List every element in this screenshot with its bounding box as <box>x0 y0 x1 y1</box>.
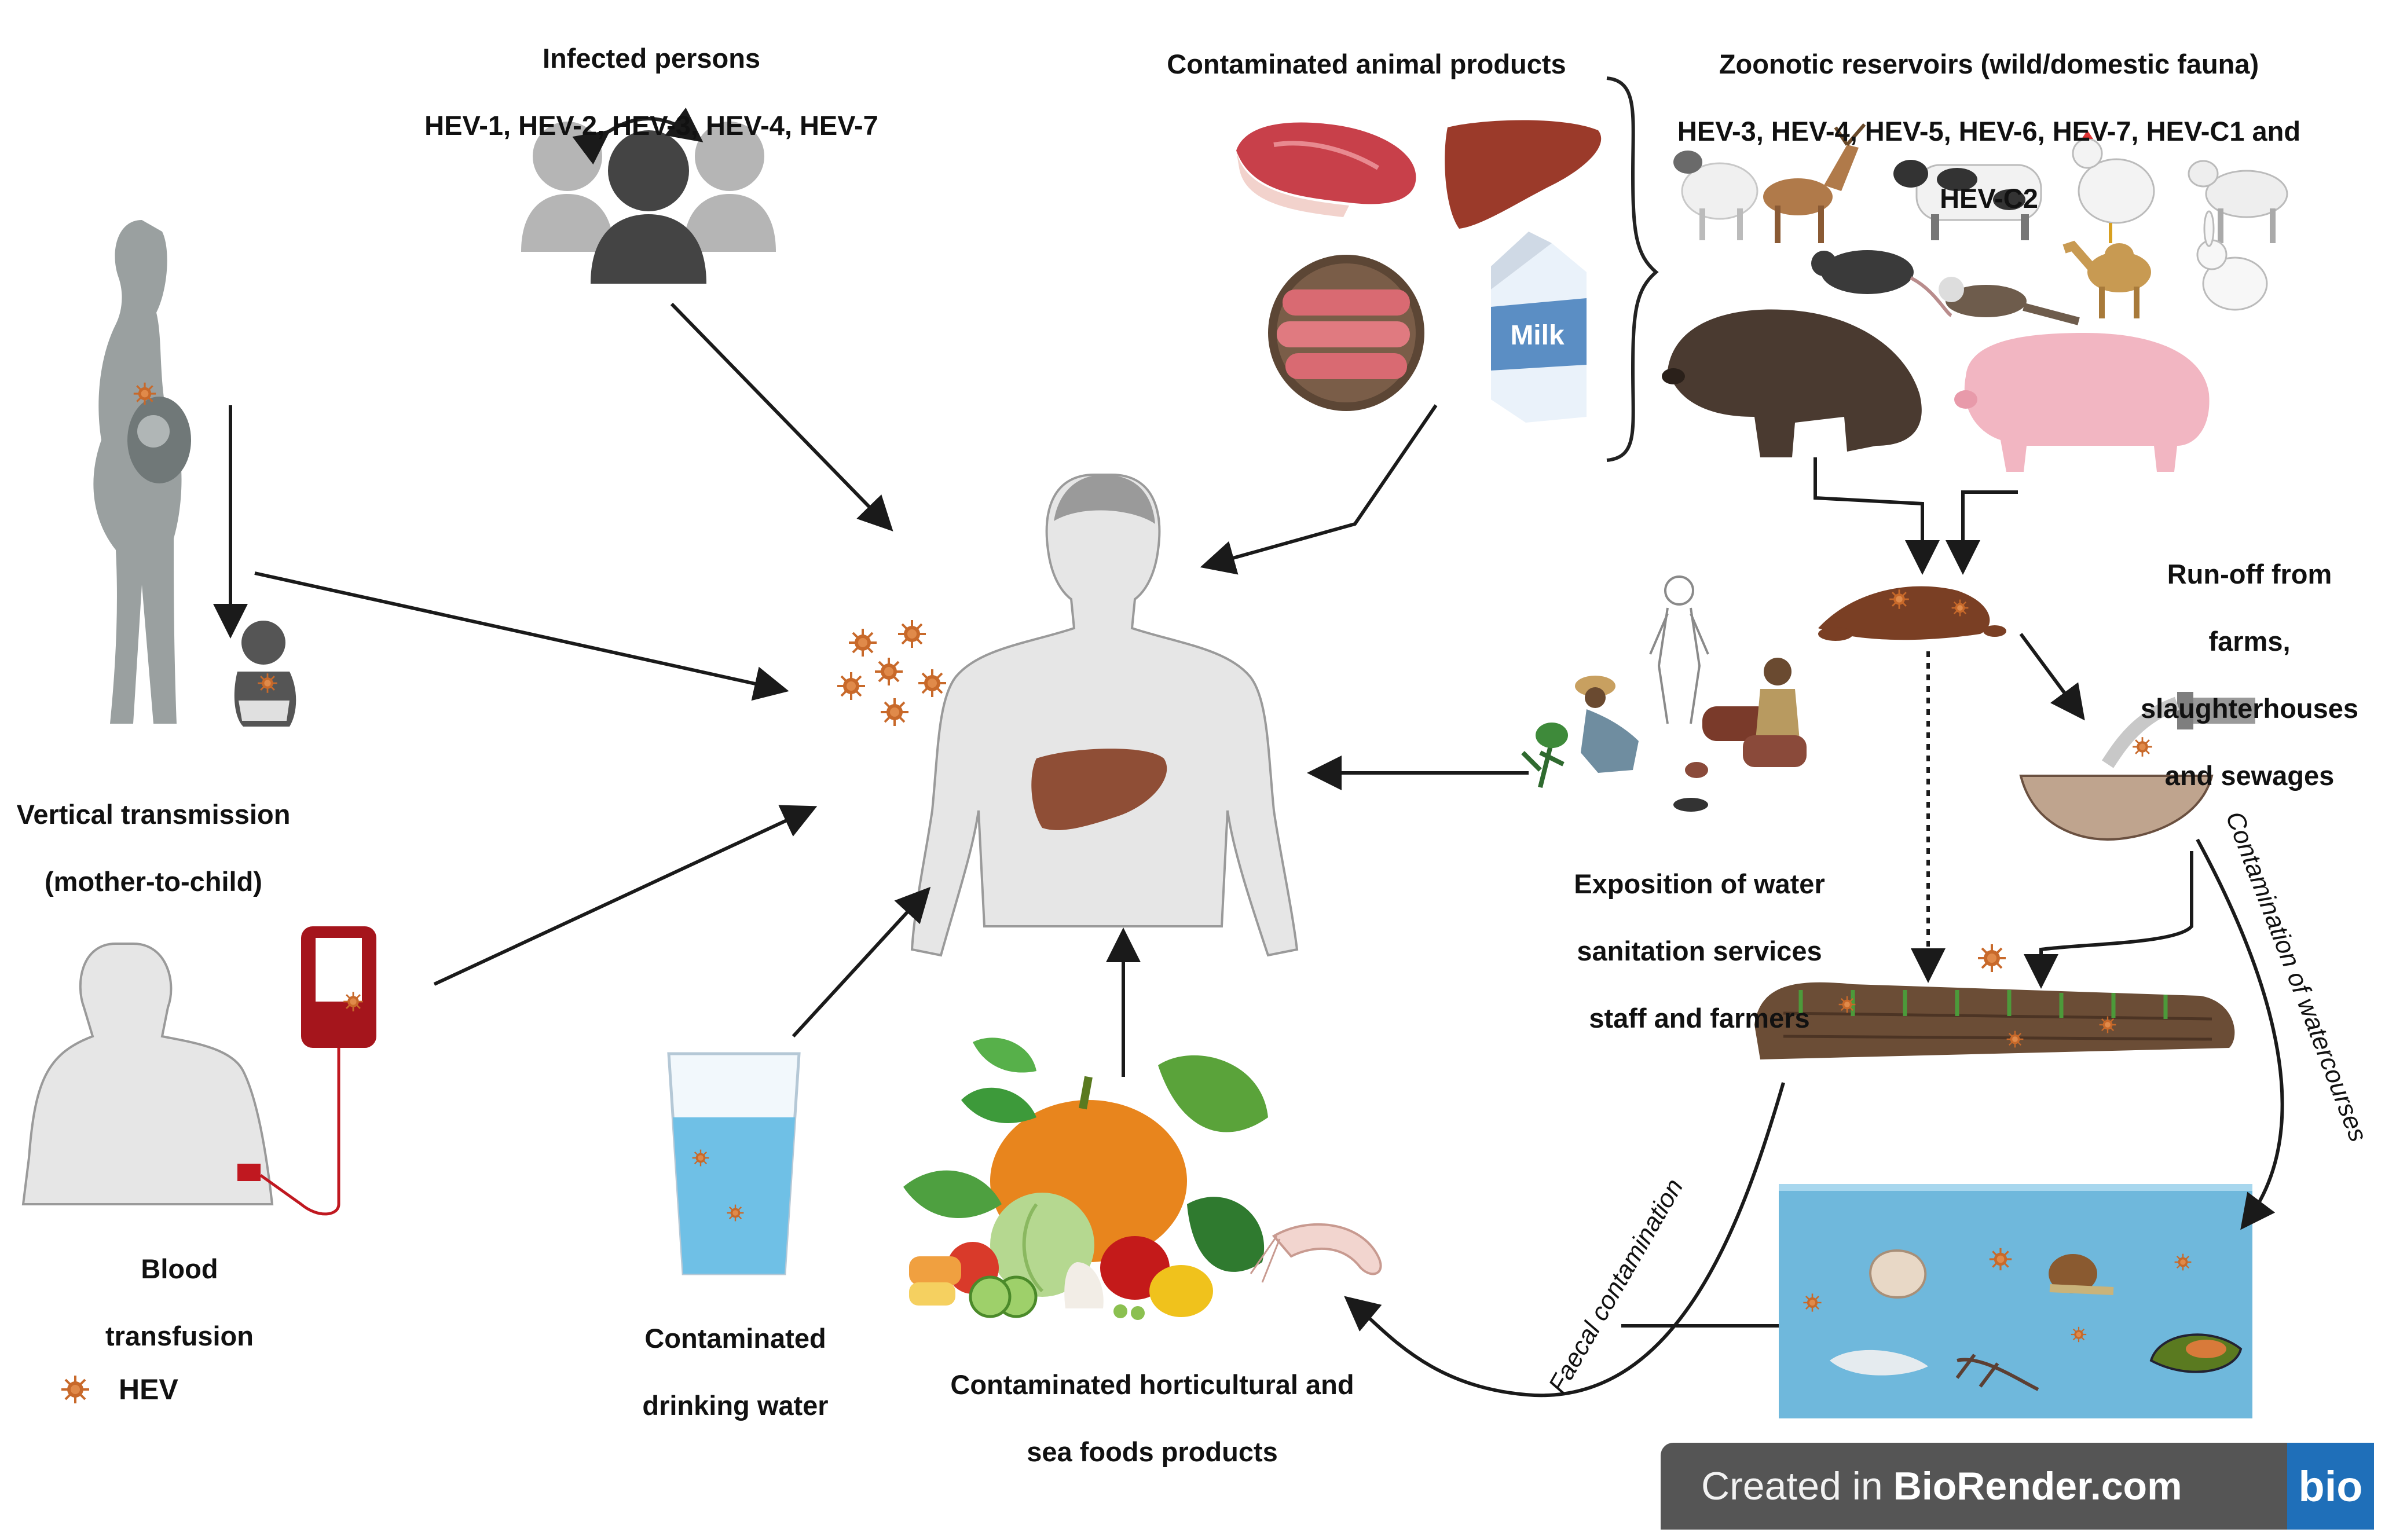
arrow-blood-to-human <box>433 805 818 986</box>
virus-icon <box>2098 1015 2117 1034</box>
biorender-badge: Created in BioRender.com bio <box>1661 1443 2374 1530</box>
virus-icon <box>691 1149 710 1167</box>
liver-icon <box>1031 749 1167 830</box>
chicken-icon <box>2072 130 2155 243</box>
animal-products-label: Contaminated animal products <box>1167 49 1566 79</box>
arrow-water-to-human <box>792 886 931 1038</box>
water-glass-icon <box>667 1052 801 1275</box>
biorender-logo: bio <box>2287 1443 2374 1530</box>
brace <box>1606 76 1659 462</box>
liver-product-icon <box>1445 120 1602 229</box>
sheep-icon <box>1673 151 1758 240</box>
cow-icon <box>1893 160 2042 240</box>
arrow-pig-to-manure <box>1946 490 2018 575</box>
arrow-basin-to-watercourse <box>2196 838 2284 1230</box>
blood-transfusion-label: Blood transfusion <box>105 1253 254 1351</box>
virus-icon <box>1988 1247 2013 1271</box>
virus-cluster <box>836 619 947 727</box>
legend-label: HEV <box>119 1373 178 1406</box>
milk-label: Milk <box>1510 320 1565 351</box>
arrow-manure-to-basin <box>2019 633 2085 721</box>
milk-carton-icon: Milk <box>1491 232 1587 423</box>
deer-icon <box>1763 123 1866 243</box>
arrow-faecal-contamination <box>1344 1082 1785 1398</box>
badge-brand: BioRender.com <box>1893 1464 2182 1508</box>
crop-field-icon <box>1754 943 2235 1059</box>
exposition-label: Exposition of water sanitation services … <box>1574 868 1825 1033</box>
virus-icon <box>342 991 364 1013</box>
virus-icon <box>726 1204 745 1222</box>
manure-pile-icon <box>1818 586 2006 641</box>
runoff-label: Run-off from farms, slaughterhouses and … <box>2140 559 2359 791</box>
goat-icon <box>2188 160 2288 243</box>
legend: HEV <box>55 1363 178 1416</box>
rabbit-icon <box>2196 210 2268 311</box>
virus-icon <box>2070 1326 2087 1343</box>
virus-icon <box>1803 1293 1822 1312</box>
wild-boar-icon <box>1662 309 1922 457</box>
blood-transfusion-icon <box>21 926 376 1216</box>
vegetables-icon <box>903 1037 1268 1320</box>
vertical-transmission-label: Vertical transmission (mother-to-child) <box>16 799 291 897</box>
infected-persons-label: Infected persons HEV-1, HEV-2, HEV-3, HE… <box>424 43 878 141</box>
meat-icon <box>1236 122 1416 217</box>
arrow-products-to-human <box>1200 404 1438 575</box>
camel-icon <box>2062 240 2151 318</box>
arrow-mother-to-human <box>254 571 789 701</box>
animals-group <box>1662 123 2288 472</box>
rat-icon <box>1811 250 1952 317</box>
pig-icon <box>1954 333 2210 472</box>
arrow-basin-to-field <box>2024 851 2193 989</box>
reservoirs-label: Zoonotic reservoirs (wild/domestic fauna… <box>1677 49 2301 214</box>
virus-icon <box>2174 1253 2192 1271</box>
arrow-boar-to-manure <box>1814 457 1940 575</box>
pregnant-woman-icon <box>93 220 191 724</box>
drinking-water-label: Contaminated drinking water <box>642 1323 829 1421</box>
shrimp-icon <box>1250 1223 1382 1283</box>
virus-icon <box>2006 1030 2024 1048</box>
exposed-workers-icon <box>1521 575 1807 812</box>
ferret-icon <box>1939 277 2080 325</box>
sausages-icon <box>1268 255 1424 411</box>
runoff-pipe-icon <box>2019 692 2255 841</box>
arrows <box>213 302 2284 1398</box>
water-body-icon <box>1779 1184 2252 1418</box>
arrow-infected-to-human <box>670 302 893 531</box>
badge-prefix: Created in <box>1701 1464 1883 1508</box>
virus-icon <box>133 382 157 406</box>
infected-persons-icon <box>521 107 776 284</box>
virus-icon <box>60 1374 90 1405</box>
virus-icon <box>257 672 279 694</box>
virus-icon <box>1977 943 2007 973</box>
baby-icon <box>234 621 296 727</box>
horticultural-label: Contaminated horticultural and sea foods… <box>950 1369 1354 1467</box>
human-body-icon <box>910 474 1299 957</box>
virus-icon <box>1951 599 1969 617</box>
virus-icon <box>1888 588 1910 610</box>
